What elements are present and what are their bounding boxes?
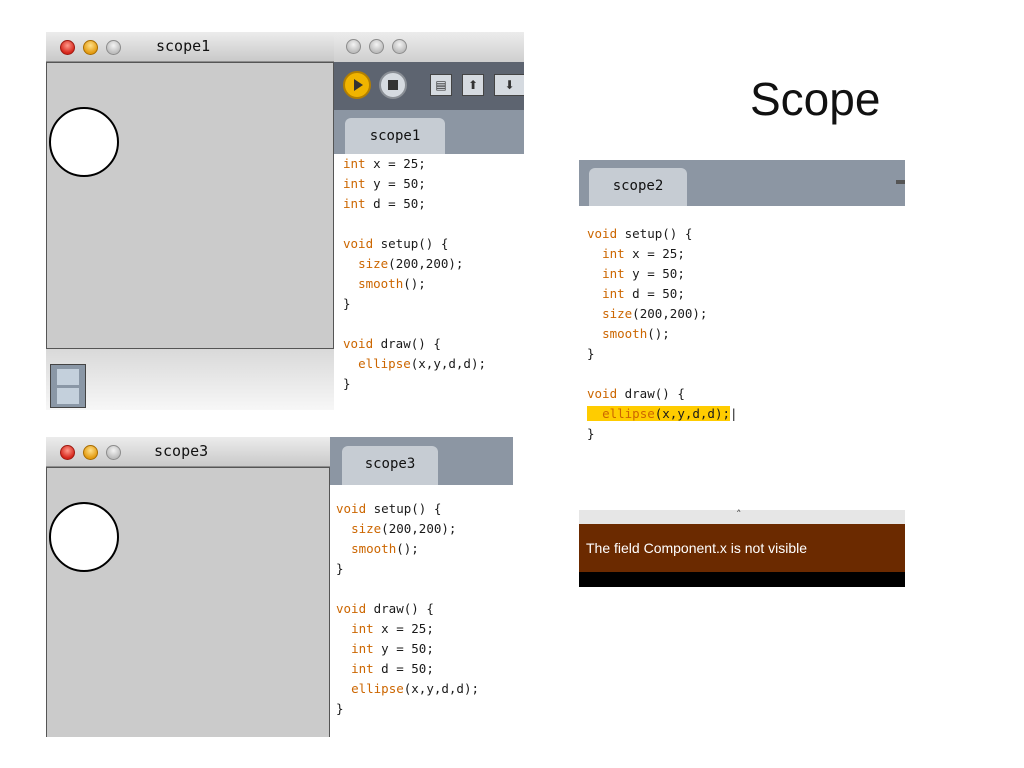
tab-scope2[interactable]: scope2 [589,168,687,206]
scope3-titlebar: scope3 [46,437,330,467]
zoom-icon[interactable] [106,445,121,460]
error-bar: The field Component.x is not visible [579,524,905,572]
error-message: The field Component.x is not visible [586,540,807,556]
editor-titlebar [334,32,524,62]
minimize-icon[interactable] [83,445,98,460]
code-text: void setup() { int x = 25; int y = 50; i… [587,226,738,441]
code-area[interactable]: int x = 25; int y = 50; int d = 50; void… [334,154,524,410]
splitter-handle[interactable]: ˄ [579,508,905,524]
scope3-canvas [46,467,330,737]
save-icon[interactable]: ⬇ [494,74,524,96]
zoom-icon[interactable] [106,40,121,55]
window-title: scope1 [156,37,211,55]
console-area [579,572,905,587]
scope1-titlebar: scope1 [46,32,334,62]
code-text: void setup() { size(200,200); smooth(); … [336,501,480,716]
slide-title: Scope [750,73,881,125]
caret-up-icon: ˄ [736,508,742,521]
ellipse-shape [49,502,119,572]
tab-menu-icon[interactable] [896,180,905,184]
close-icon[interactable] [346,39,361,54]
code-area[interactable]: void setup() { int x = 25; int y = 50; i… [579,206,905,510]
minimize-icon[interactable] [83,40,98,55]
zoom-icon[interactable] [392,39,407,54]
tab-scope1[interactable]: scope1 [345,118,445,154]
editor-toolbar: ▤ ⬆ ⬇ [334,62,524,110]
film-icon [50,364,86,408]
run-icon[interactable] [343,71,371,99]
close-icon[interactable] [60,445,75,460]
code-area[interactable]: void setup() { size(200,200); smooth(); … [330,485,513,737]
window-title: scope3 [154,442,209,460]
scope1-bottom-area [46,349,334,410]
ellipse-shape [49,107,119,177]
new-icon[interactable]: ▤ [430,74,452,96]
stop-icon[interactable] [379,71,407,99]
tab-scope3[interactable]: scope3 [342,446,438,485]
code-text: int x = 25; int y = 50; int d = 50; void… [343,156,487,391]
open-icon[interactable]: ⬆ [462,74,484,96]
scope1-canvas [46,62,334,349]
close-icon[interactable] [60,40,75,55]
minimize-icon[interactable] [369,39,384,54]
